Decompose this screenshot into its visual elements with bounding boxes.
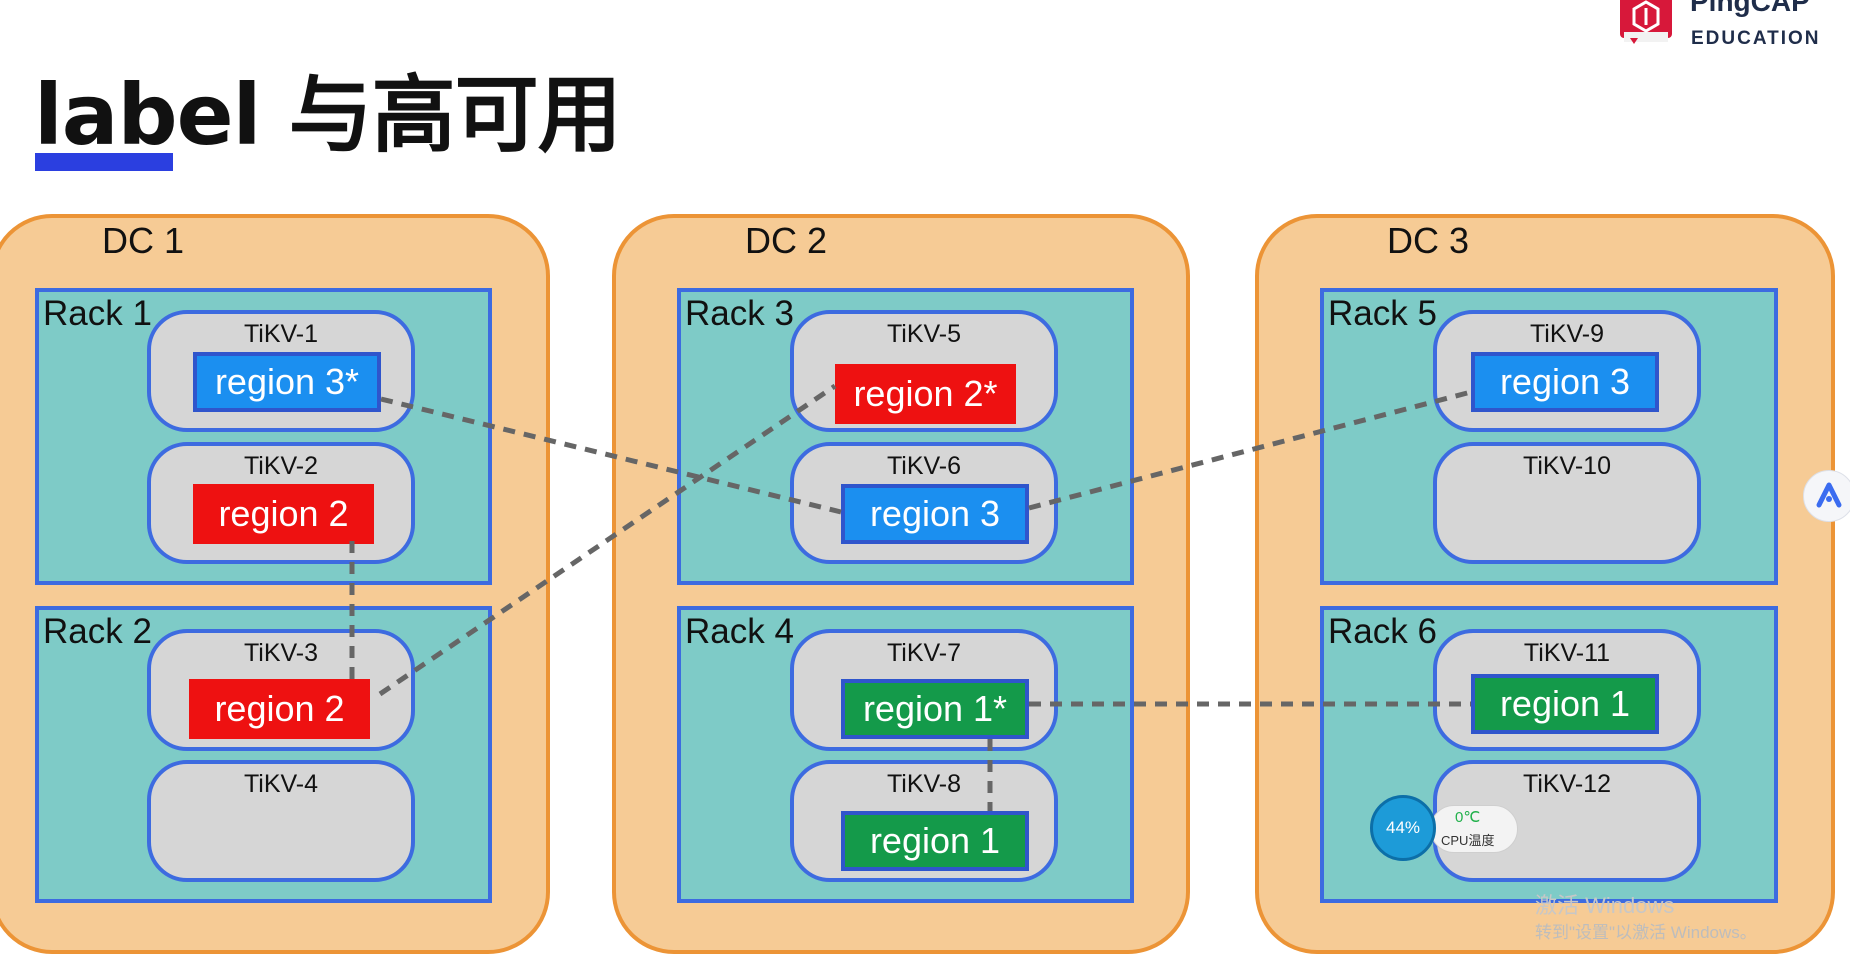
tikv-label: TiKV-6	[886, 452, 962, 480]
rack-label: Rack 6	[1328, 612, 1437, 651]
rack-label: Rack 4	[685, 612, 794, 651]
cpu-temp-pill: 0℃ CPU温度	[1430, 805, 1518, 853]
rack-label: Rack 3	[685, 294, 794, 333]
tikv-label: TiKV-9	[1529, 320, 1605, 348]
tikv-label: TiKV-4	[243, 770, 319, 798]
region-2: region 2	[193, 484, 374, 544]
link-region2-dc1-dc2	[378, 383, 837, 697]
cpu-monitor-widget[interactable]: 0℃ CPU温度 44%	[1370, 795, 1520, 865]
region-3-leader: region 3*	[193, 352, 381, 412]
tikv-4: TiKV-4	[147, 760, 415, 882]
region-1-leader: region 1*	[841, 679, 1029, 739]
rack-label: Rack 2	[43, 612, 152, 651]
logo-name: PingCAP	[1690, 0, 1810, 17]
rack-label: Rack 5	[1328, 294, 1437, 333]
assistant-button[interactable]	[1803, 470, 1850, 522]
tikv-label: TiKV-3	[243, 639, 319, 667]
region-1: region 1	[841, 811, 1029, 871]
tikv-label: TiKV-8	[886, 770, 962, 798]
tikv-label: TiKV-10	[1522, 452, 1611, 480]
link-region3-dc2-dc3	[1028, 389, 1472, 511]
logo-subtitle: EDUCATION	[1691, 28, 1821, 49]
rack-label: Rack 1	[43, 294, 152, 333]
cpu-temperature-label: CPU温度	[1441, 833, 1495, 848]
cpu-temperature: 0℃	[1455, 809, 1481, 826]
tikv-label: TiKV-11	[1523, 639, 1611, 667]
region-2-leader: region 2*	[835, 364, 1016, 424]
tikv-label: TiKV-7	[886, 639, 962, 667]
link-region3-dc1-dc2	[380, 396, 842, 515]
region-2: region 2	[189, 679, 370, 739]
region-3: region 3	[1471, 352, 1659, 412]
tikv-label: TiKV-12	[1522, 770, 1611, 798]
dc-label: DC 1	[102, 220, 185, 261]
page-title: label 与高可用	[34, 66, 622, 164]
title-underline	[35, 153, 173, 171]
pingcap-logo-icon	[1620, 0, 1672, 44]
cpu-usage-ring: 44%	[1370, 795, 1436, 861]
dc-label: DC 2	[745, 220, 828, 261]
activation-watermark: 激活 Windows	[1535, 893, 1675, 918]
tikv-label: TiKV-5	[886, 320, 962, 348]
activation-watermark-hint: 转到"设置"以激活 Windows。	[1535, 923, 1757, 942]
tikv-10: TiKV-10	[1433, 442, 1701, 564]
tikv-label: TiKV-2	[243, 452, 319, 480]
dc-label: DC 3	[1387, 220, 1470, 261]
assistant-icon	[1816, 482, 1842, 508]
tikv-label: TiKV-1	[243, 320, 319, 348]
region-3: region 3	[841, 484, 1029, 544]
region-1: region 1	[1471, 674, 1659, 734]
